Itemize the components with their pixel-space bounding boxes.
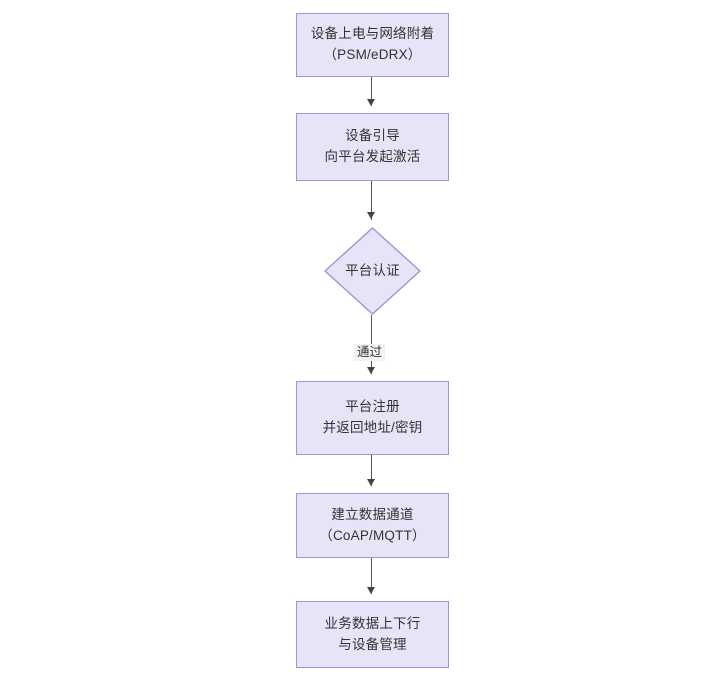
node-label-business: 业务数据上下行 与设备管理	[324, 615, 421, 652]
edge-bootstrap-to-auth	[371, 181, 373, 220]
node-device-bootstrap[interactable]: 设备引导 向平台发起激活	[296, 113, 449, 181]
node-label-auth: 平台认证	[345, 262, 400, 278]
node-platform-register[interactable]: 平台注册 并返回地址/密钥	[296, 381, 449, 455]
arrowhead-icon-4	[367, 479, 375, 486]
arrowhead-icon-5	[367, 587, 375, 594]
arrowhead-icon-1	[367, 99, 375, 106]
node-label-register: 平台注册 并返回地址/密钥	[322, 399, 423, 435]
node-business-data-management[interactable]: 业务数据上下行 与设备管理	[296, 601, 449, 668]
edge-label-pass: 通过	[354, 344, 386, 361]
arrowhead-icon-2	[367, 212, 375, 219]
arrowhead-icon-3	[367, 367, 375, 374]
edge-register-to-channel	[371, 455, 373, 486]
node-establish-data-channel[interactable]: 建立数据通道 （CoAP/MQTT）	[296, 493, 449, 558]
node-device-power-on[interactable]: 设备上电与网络附着 （PSM/eDRX）	[296, 13, 449, 77]
edge-channel-to-business	[371, 558, 373, 594]
node-label-power-on: 设备上电与网络附着 （PSM/eDRX）	[310, 26, 435, 62]
node-label-bootstrap: 设备引导 向平台发起激活	[324, 128, 421, 164]
diamond-shape-icon	[324, 227, 421, 315]
node-platform-authentication[interactable]: 平台认证	[324, 227, 421, 315]
node-label-channel: 建立数据通道 （CoAP/MQTT）	[319, 506, 426, 543]
edge-power-on-to-bootstrap	[371, 77, 373, 106]
